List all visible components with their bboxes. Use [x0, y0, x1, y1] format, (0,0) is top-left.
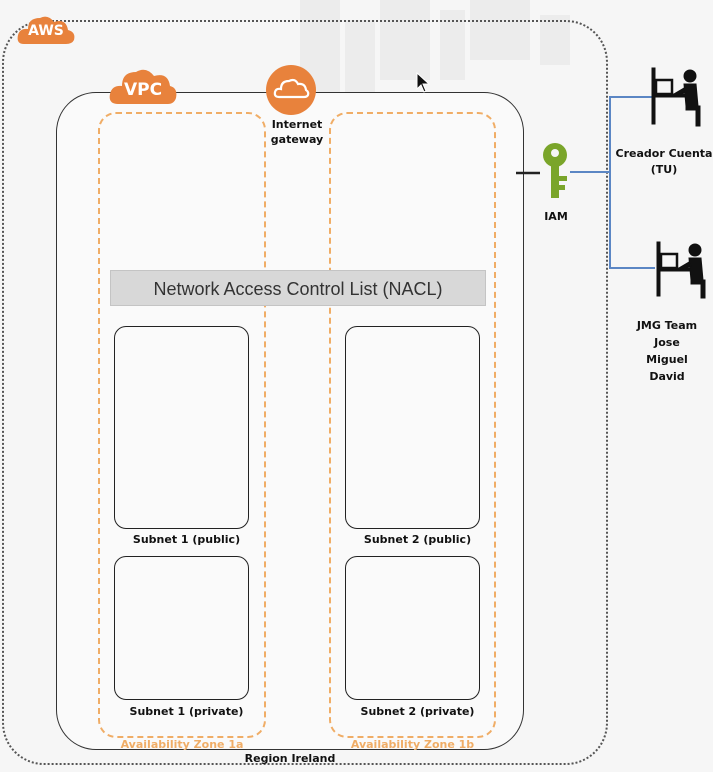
team-users-label: JMG Team Jose Miguel David — [636, 319, 698, 383]
subnet-1-private-label: Subnet 1 (private) — [129, 705, 244, 718]
person-at-computer-icon — [651, 67, 701, 127]
subnet-1-private — [114, 556, 249, 700]
vpc-cloud-icon — [109, 69, 177, 104]
internet-gateway-label: Internet gateway — [270, 118, 324, 146]
availability-zone-1a-label: Availability Zone 1a — [120, 738, 244, 751]
subnet-2-public-label: Subnet 2 (public) — [363, 533, 472, 546]
subnet-1-public — [114, 326, 249, 529]
region-boundary — [2, 20, 608, 765]
subnet-2-private — [345, 556, 480, 700]
aws-cloud-icon — [17, 16, 75, 44]
mouse-cursor-icon — [416, 72, 431, 93]
subnet-2-public — [345, 326, 480, 529]
availability-zone-1a — [98, 112, 266, 738]
iam-key-icon — [543, 143, 567, 198]
iam-label: IAM — [544, 210, 568, 223]
vpc-badge: VPC — [106, 62, 180, 108]
aws-badge: AWS — [14, 10, 78, 50]
region-label: Region Ireland — [244, 752, 336, 765]
vpc-badge-label: VPC — [123, 80, 163, 100]
nacl-bar: Network Access Control List (NACL) — [110, 270, 486, 306]
subnet-2-private-label: Subnet 2 (private) — [360, 705, 475, 718]
availability-zone-1b-label: Availability Zone 1b — [350, 738, 475, 751]
subnet-1-public-label: Subnet 1 (public) — [132, 533, 241, 546]
person-at-computer-icon — [656, 241, 706, 299]
aws-badge-label: AWS — [28, 23, 64, 39]
internet-gateway-icon — [266, 65, 316, 115]
availability-zone-1b — [329, 112, 496, 738]
creator-user-label: Creador Cuenta (TU) — [615, 147, 713, 176]
